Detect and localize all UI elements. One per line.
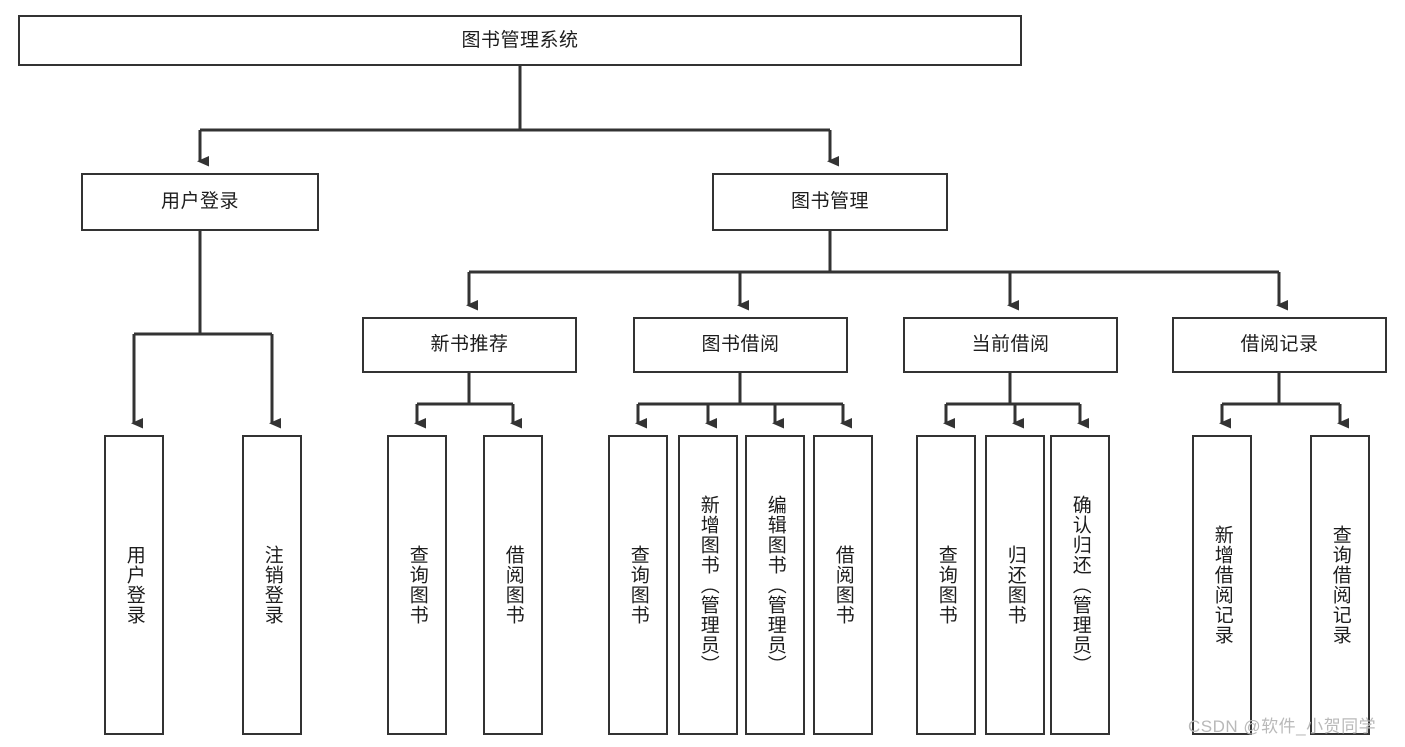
node-book-management[interactable]: 图书管理 xyxy=(712,173,948,231)
leaf-node[interactable]: 借阅图书 xyxy=(483,435,543,735)
leaf-node[interactable]: 编辑图书（管理员） xyxy=(745,435,805,735)
leaf-node[interactable]: 借阅图书 xyxy=(813,435,873,735)
leaf-node-label: 查询借阅记录 xyxy=(1329,525,1351,645)
leaf-node-label: 确认归还（管理员） xyxy=(1069,495,1091,675)
leaf-node[interactable]: 查询图书 xyxy=(916,435,976,735)
node-label: 图书管理 xyxy=(790,191,869,213)
leaf-node-label: 查询图书 xyxy=(627,545,649,625)
leaf-node-label: 编辑图书（管理员） xyxy=(764,495,786,675)
node-borrow-record[interactable]: 借阅记录 xyxy=(1172,317,1387,373)
node-label: 图书借阅 xyxy=(701,334,780,356)
node-current-borrow[interactable]: 当前借阅 xyxy=(903,317,1118,373)
leaf-node[interactable]: 查询图书 xyxy=(387,435,447,735)
node-label: 新书推荐 xyxy=(430,334,509,356)
leaf-node[interactable]: 确认归还（管理员） xyxy=(1050,435,1110,735)
csdn-watermark: CSDN @软件_小贺同学 xyxy=(1188,717,1377,736)
node-book-management-system[interactable]: 图书管理系统 xyxy=(18,15,1022,66)
leaf-node-label: 借阅图书 xyxy=(502,545,524,625)
node-user-login[interactable]: 用户登录 xyxy=(81,173,319,231)
leaf-node[interactable]: 新增图书（管理员） xyxy=(678,435,738,735)
leaf-node-label: 查询图书 xyxy=(935,545,957,625)
leaf-node[interactable]: 注销登录 xyxy=(242,435,302,735)
leaf-node-label: 借阅图书 xyxy=(832,545,854,625)
node-book-borrow[interactable]: 图书借阅 xyxy=(633,317,848,373)
leaf-node[interactable]: 归还图书 xyxy=(985,435,1045,735)
node-label: 图书管理系统 xyxy=(461,29,579,51)
node-new-book-recommendation[interactable]: 新书推荐 xyxy=(362,317,577,373)
leaf-node[interactable]: 查询借阅记录 xyxy=(1310,435,1370,735)
node-label: 借阅记录 xyxy=(1240,334,1319,356)
leaf-node-label: 注销登录 xyxy=(261,545,283,625)
leaf-node-label: 查询图书 xyxy=(406,545,428,625)
leaf-node[interactable]: 用户登录 xyxy=(104,435,164,735)
node-label: 当前借阅 xyxy=(971,334,1050,356)
leaf-node[interactable]: 新增借阅记录 xyxy=(1192,435,1252,735)
leaf-node-label: 新增图书（管理员） xyxy=(697,495,719,675)
leaf-node-label: 新增借阅记录 xyxy=(1211,525,1233,645)
leaf-node[interactable]: 查询图书 xyxy=(608,435,668,735)
leaf-node-label: 归还图书 xyxy=(1004,545,1026,625)
node-label: 用户登录 xyxy=(160,191,239,213)
leaf-node-label: 用户登录 xyxy=(123,545,145,625)
